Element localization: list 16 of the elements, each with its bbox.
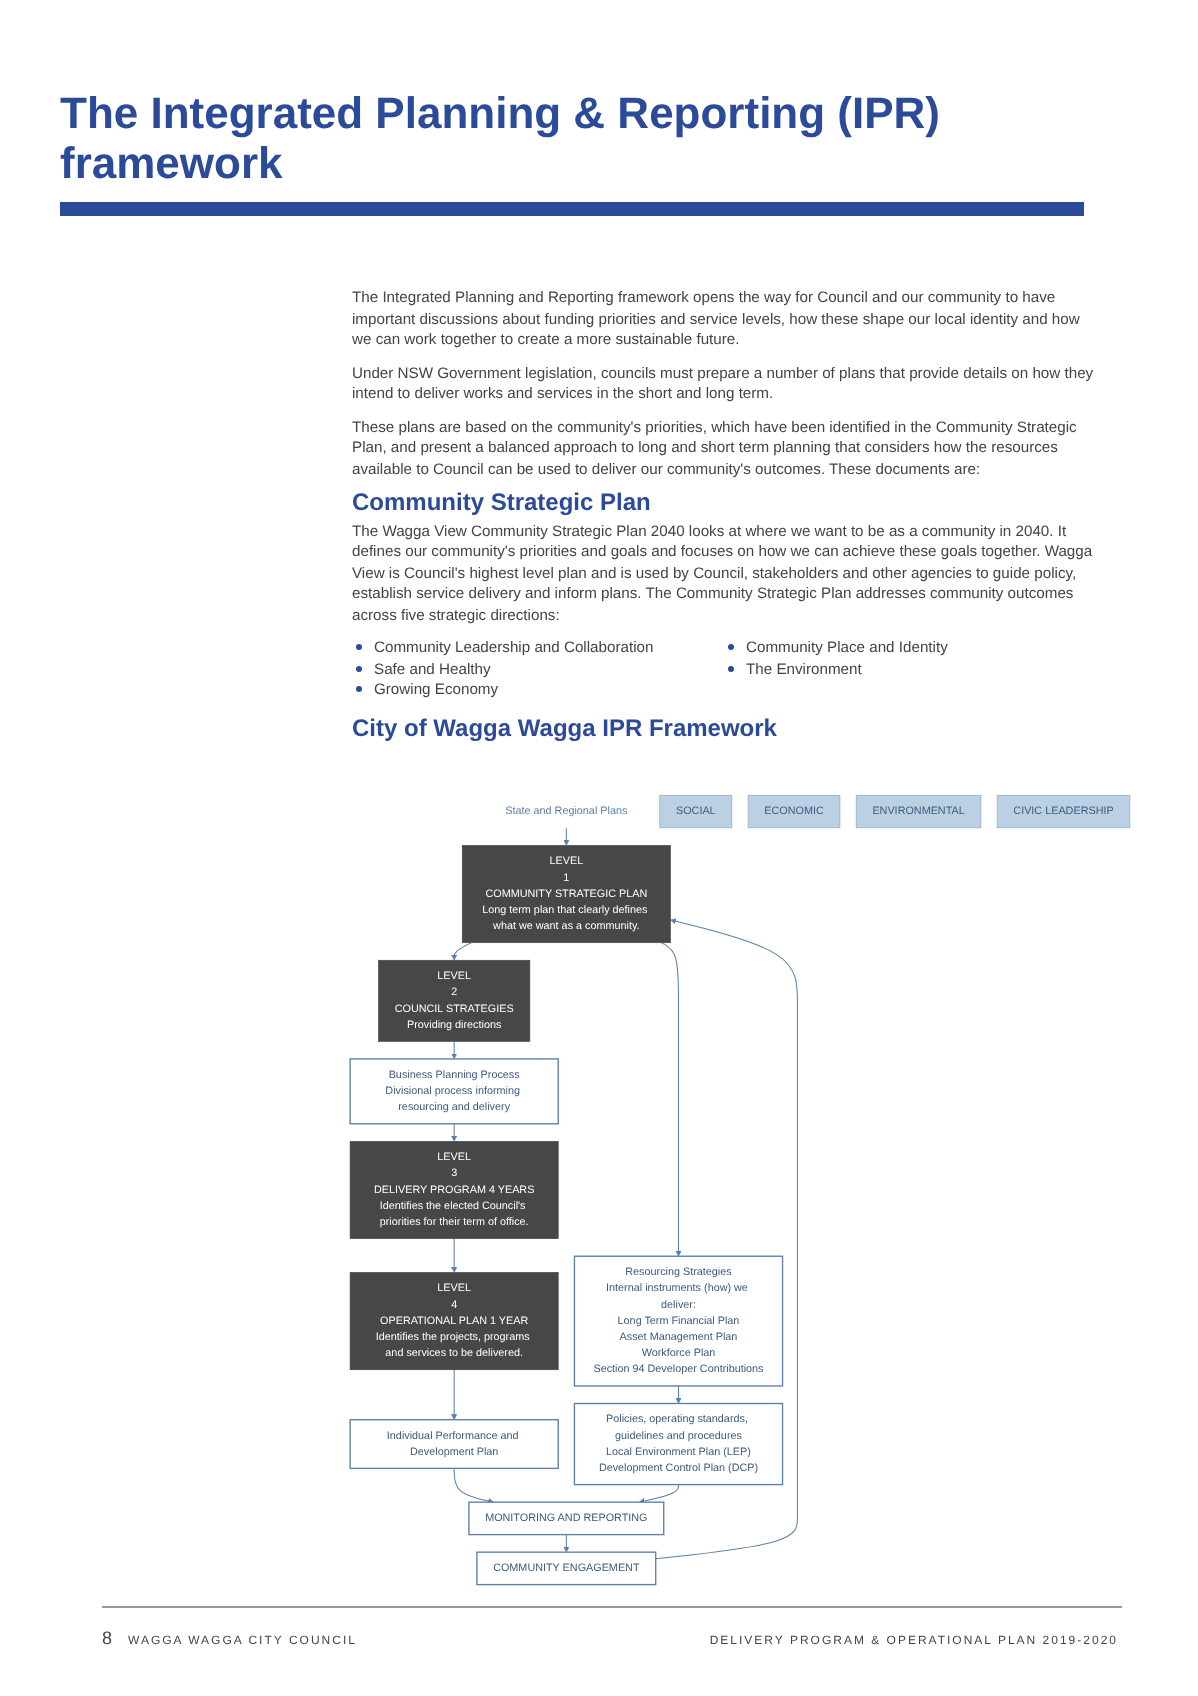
section-heading: Community Strategic Plan <box>352 492 653 513</box>
arrow <box>660 942 682 1257</box>
arrow <box>563 1534 570 1553</box>
arrow <box>453 1467 494 1504</box>
arrow <box>675 1385 682 1404</box>
diagram-heading: City of Wagga Wagga IPR Framework <box>352 717 779 738</box>
arrow <box>451 1238 458 1273</box>
arrow <box>451 942 472 961</box>
page-number: 8 <box>102 1628 115 1648</box>
page-title: The Integrated Planning & Reporting (IPR) framework <box>60 88 942 188</box>
arrow <box>451 1123 458 1142</box>
arrow <box>655 918 798 1560</box>
arrow <box>451 1369 458 1420</box>
arrow <box>563 827 570 846</box>
arrow <box>451 1040 458 1060</box>
arrow <box>638 1484 679 1504</box>
